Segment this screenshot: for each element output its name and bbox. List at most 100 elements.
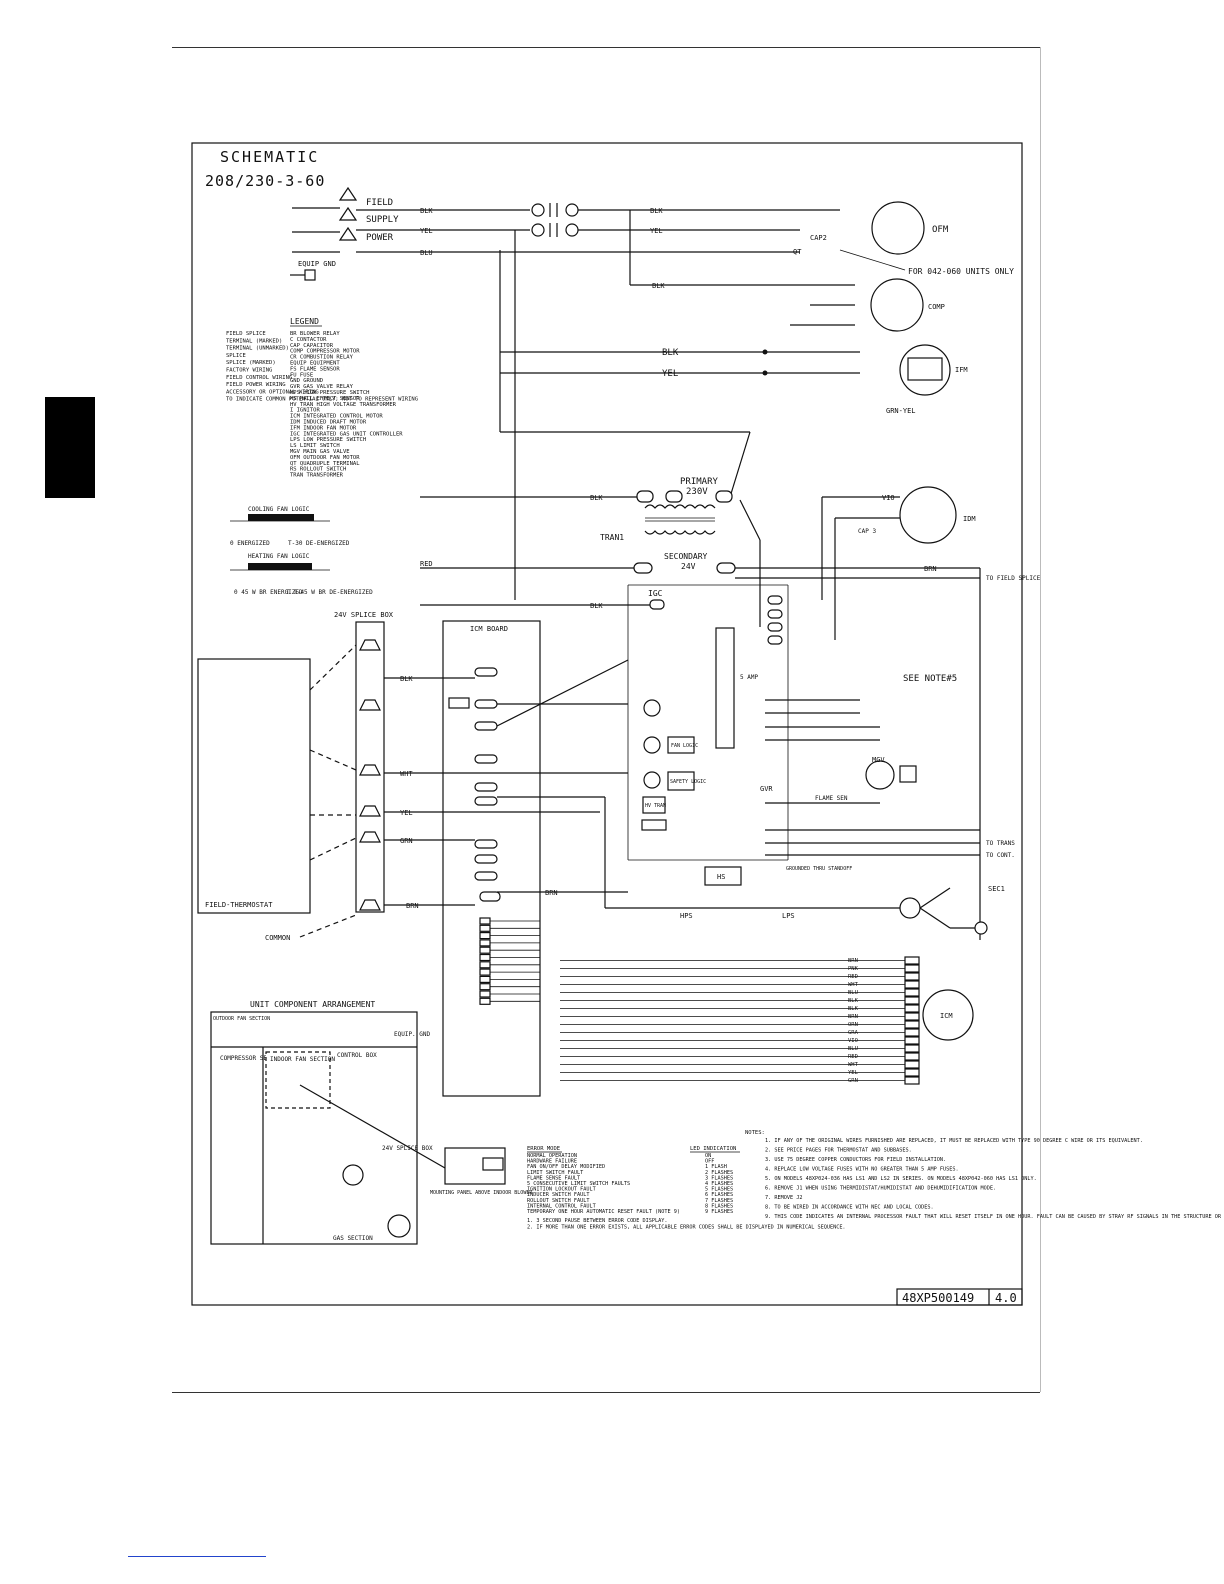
icm-wire-color-label: WHT [848,982,859,988]
pl1-pin [479,990,491,998]
legend-symbol-text: TERMINAL (MARKED) [226,338,282,344]
legend-title: LEGEND [290,317,319,326]
splice-connectors [359,639,381,911]
legend-abbreviation-text: GVR GAS VALVE RELAY [290,384,354,390]
svg-text:YEL: YEL [420,227,433,235]
legend-abbreviation-text: I IGNITOR [290,408,320,414]
svg-text:0 45 W BR ENERGIZED: 0 45 W BR ENERGIZED [234,589,303,596]
pl3-pin [904,1052,920,1061]
error-mode-text: FLAME SENSE FAULT [527,1175,580,1181]
led-indication-text: 4 FLASHES [705,1181,733,1187]
error-mode-text: INTERNAL CONTROL FAULT [527,1203,596,1209]
pl3-pin [904,1068,920,1077]
pl1-pin [479,917,491,925]
svg-text:0 ENERGIZED: 0 ENERGIZED [230,540,270,547]
pl1-pin [479,983,491,991]
svg-text:24V SPLICE BOX: 24V SPLICE BOX [382,1145,433,1152]
legend-abbreviation-text: EQUIP EQUIPMENT [290,361,340,367]
legend-abbreviation-text: CR COMBUSTION RELAY [290,355,354,361]
splice-connector [359,764,381,776]
hps-label: HPS [680,912,693,920]
error-mode-text: LIMIT SWITCH FAULT [527,1170,583,1176]
icm-wire-color-label: BRN [848,1014,858,1020]
svg-text:WHT: WHT [400,770,413,778]
pl1-pin [479,997,491,1005]
svg-text:BLK: BLK [400,675,413,683]
igc-board: IGC BLK 5 AMP FAN LOGIC SAFETY LOGIC HV … [420,568,1015,940]
led-indication-text: 5 FLASHES [705,1187,733,1193]
svg-text:INDOOR FAN SECTION: INDOOR FAN SECTION [270,1056,335,1063]
legend-symbol-text: TO INDICATE COMMON POTENTIAL ONLY; NOT T… [226,397,418,403]
splice-connector [359,699,381,711]
pl1-pin [479,931,491,940]
comp-label: COMP [928,303,945,311]
common-label: COMMON [265,934,290,942]
see-note-label: SEE NOTE#5 [903,674,957,684]
svg-text:GAS SECTION: GAS SECTION [333,1235,373,1242]
thermostat-section: 24V SPLICE BOX FIELD-THERMOSTAT COMMON B… [197,611,628,942]
error-mode-text: 5 CONSECUTIVE LIMIT SWITCH FAULTS [527,1181,630,1187]
pl3-connector [560,956,920,1085]
idm-label: IDM [963,515,976,523]
pl3-pin [904,956,920,965]
led-indication-text: 7 FLASHES [705,1198,733,1204]
pl3-pin [904,1028,920,1037]
primary-label: PRIMARY [680,477,719,487]
grounded-label: GROUNDED THRU STANDOFF [786,866,852,872]
igc-label: IGC [648,589,663,598]
svg-text:BLK: BLK [650,207,663,215]
icm-wire-color-label: BRN [848,958,858,964]
legend-symbol-text: FIELD POWER WIRING [226,382,286,388]
svg-text:GRN: GRN [400,837,413,845]
tran1-label: TRAN1 [600,533,624,542]
icm-wire-color-label: BLU [848,1046,858,1052]
for-units-label: FOR 042-060 UNITS ONLY [908,267,1014,276]
fan-logic-charts: COOLING FAN LOGIC 0 ENERGIZED T-30 DE-EN… [230,506,373,596]
note-text: 7. REMOVE J2 [765,1195,802,1201]
error-mode-text: ROLLOUT SWITCH FAULT [527,1198,589,1204]
icm-wire-color-label: GRA [848,1030,859,1036]
legend-symbol-text: FIELD CONTROL WIRING [226,375,292,381]
led-indication-text: OFF [705,1159,714,1165]
bottom-rule [172,1392,1040,1393]
unit-arrangement: UNIT COMPONENT ARRANGEMENT OUTDOOR FAN S… [210,1000,533,1245]
note-text: 4. REPLACE LOW VOLTAGE FUSES WITH NO GRE… [765,1167,959,1173]
svg-text:NOTES:: NOTES: [745,1130,765,1136]
pl1-connector [479,917,540,1005]
icm-wire-color-label: VIO [848,1038,858,1044]
legend-abbreviation-text: LS LIMIT SWITCH [290,443,340,449]
hs-label: HS [717,873,725,881]
svg-text:ERROR MODE: ERROR MODE [527,1146,560,1152]
footer-link-underline[interactable] [128,1556,266,1557]
svg-text:BLK: BLK [590,602,603,610]
gvr-label: GVR [760,785,773,793]
legend-abbreviation-text: FS FLAME SENSOR [290,366,340,372]
legend-abbreviation-text: TRAN TRANSFORMER [290,473,344,479]
lps-label: LPS [782,912,795,920]
svg-text:BLU: BLU [420,249,433,257]
legend-abbreviation-text: FU FUSE [290,372,313,378]
icm-wire-color-label: RED [848,1054,858,1060]
legend-abbreviation-text: IDM INDUCED DRAFT MOTOR [290,420,367,426]
splice-connector [359,639,381,651]
legend-abbreviation-text: IGC INTEGRATED GAS UNIT CONTROLLER [290,431,403,437]
top-rule [172,47,1040,48]
cap2-label: CAP2 [810,234,827,242]
supply-label: SUPPLY [366,215,399,225]
pl1-pin [479,939,491,947]
legend-abbreviation-text: BR BLOWER RELAY [290,331,340,337]
legend-abbreviation-text: MGV MAIN GAS VALVE [290,449,350,455]
fan-logic-label: FAN LOGIC [671,743,698,749]
power-label: POWER [366,233,394,243]
legend-abbreviation-text: CAP CAPACITOR [290,343,334,349]
heating-logic-title: HEATING FAN LOGIC [248,553,310,560]
pl1-pin [479,946,491,954]
legend-symbol-text: TERMINAL (UNMARKED) [226,346,289,352]
svg-text:CONTROL BOX: CONTROL BOX [337,1052,377,1059]
legend-abbreviation-text: QT QUADRUPLE TERMINAL [290,461,360,467]
icm-wire-color-label: RED [848,974,858,980]
legend-symbol-text: SPLICE [226,353,246,359]
